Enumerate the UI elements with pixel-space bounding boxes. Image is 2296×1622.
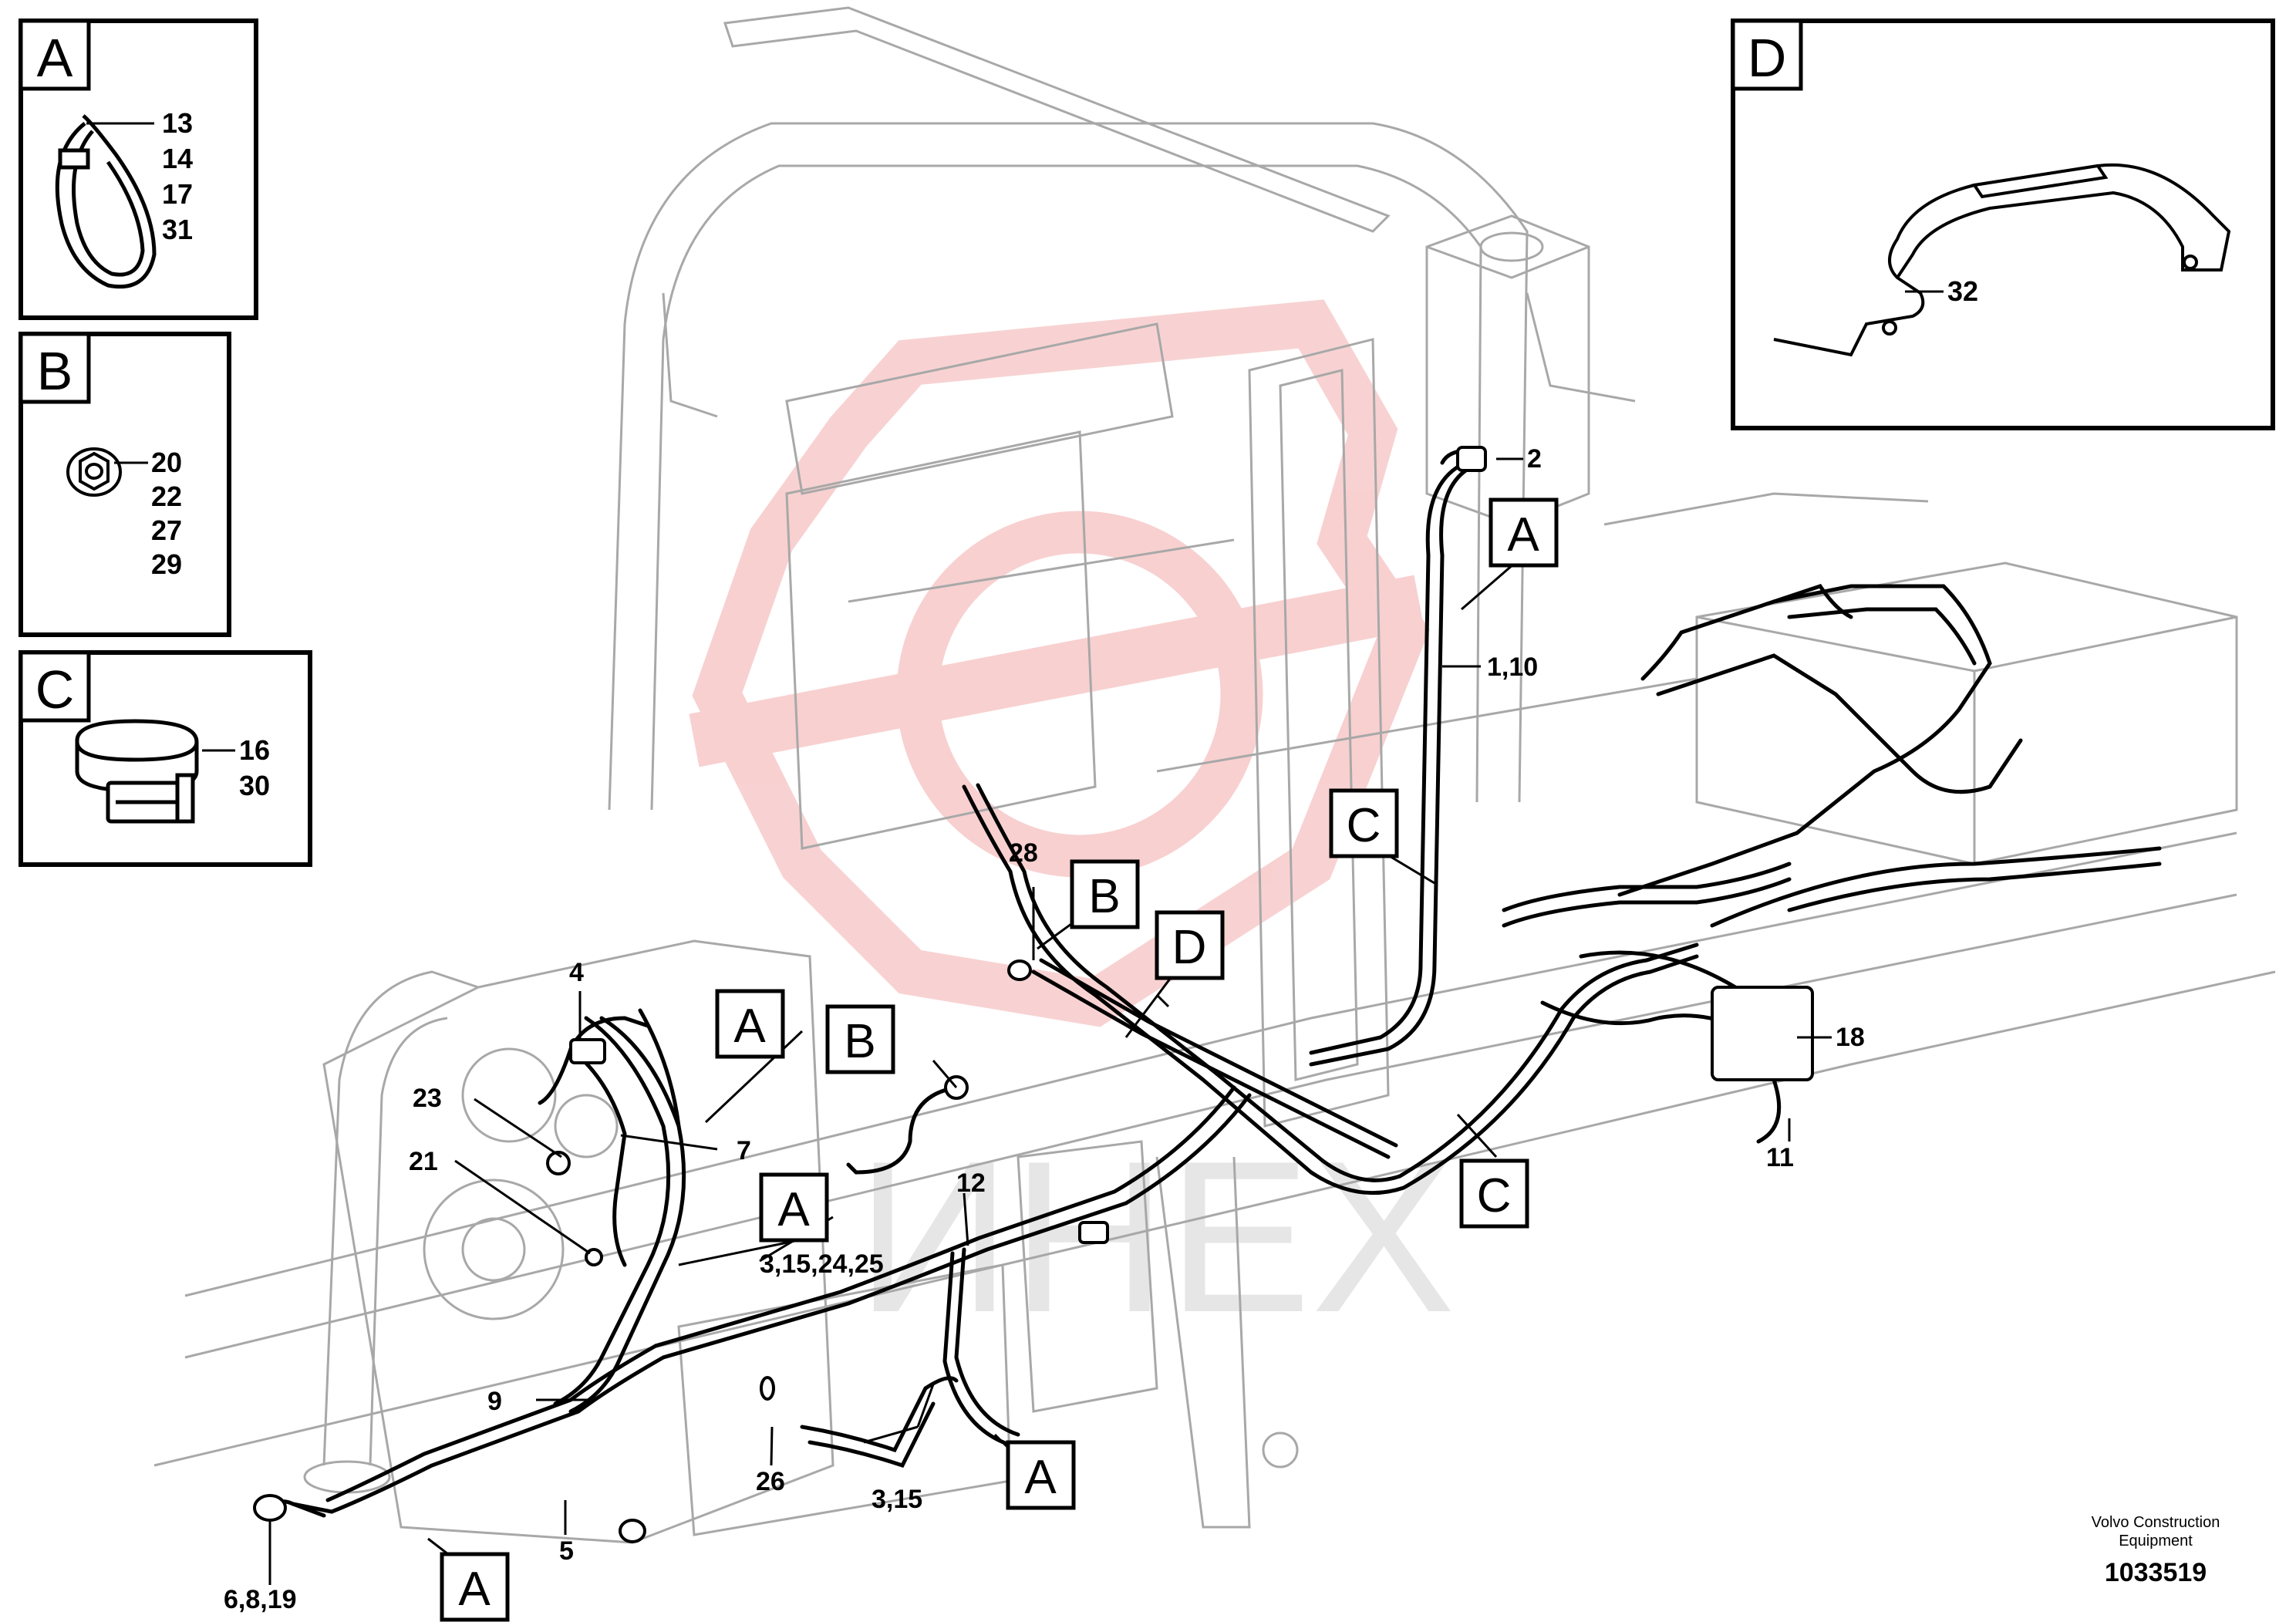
- callout-numbers: 2 1,10 28 4 23 21 7 12 3,15,24,25 9 26 3…: [224, 444, 1865, 1614]
- machine-frame-drawing: [153, 6, 2276, 1544]
- ref-box-a-2: [715, 989, 785, 1059]
- callout-23: 23: [413, 1084, 442, 1113]
- connector-5: [619, 1519, 646, 1543]
- ref-box-c-2-letter: C: [1477, 1169, 1512, 1222]
- detail-panel-b: B 20 22 27 29: [19, 332, 231, 637]
- wiring-harness: [260, 448, 2162, 1518]
- watermark-logo: [692, 299, 1430, 1027]
- detail-panel-c-frame: [19, 650, 312, 867]
- callout-5: 5: [559, 1536, 574, 1566]
- hose-clamp-icon: [75, 719, 199, 824]
- panel-c-part-30: 30: [239, 770, 270, 801]
- panel-b-part-20: 20: [151, 447, 182, 478]
- callout-3-15-24-25: 3,15,24,25: [760, 1249, 884, 1279]
- connectors: [253, 446, 1814, 1543]
- callout-18: 18: [1836, 1023, 1865, 1052]
- detail-panel-a-frame: [19, 19, 258, 320]
- detail-panel-a: A 13 14 17 31: [19, 19, 258, 320]
- callout-28: 28: [1009, 838, 1038, 868]
- callout-3-15: 3,15: [872, 1485, 922, 1514]
- bracket-icon: [1773, 163, 2231, 357]
- callout-6-8-19: 6,8,19: [224, 1585, 297, 1614]
- panel-d-part-32: 32: [1947, 275, 1978, 307]
- panel-b-part-22: 22: [151, 481, 182, 512]
- ref-box-a-5-letter: A: [458, 1563, 491, 1616]
- connector-26: [760, 1376, 775, 1401]
- ref-box-b-1-letter: B: [1088, 870, 1120, 923]
- detail-panel-d-frame: [1731, 19, 2275, 430]
- detail-panel-c-tag: [19, 650, 91, 723]
- callout-12: 12: [956, 1168, 986, 1198]
- callout-4: 4: [569, 958, 584, 987]
- detail-panel-b-frame: [19, 332, 231, 637]
- detail-panel-c-letter: C: [35, 659, 75, 720]
- detail-panel-d: D 32: [1731, 19, 2275, 430]
- callout-7: 7: [737, 1136, 751, 1165]
- panel-a-part-14: 14: [162, 143, 193, 174]
- ref-box-b-1: [1070, 859, 1140, 929]
- callout-26: 26: [756, 1467, 785, 1496]
- flange-nut-icon: [66, 447, 122, 497]
- panel-a-part-31: 31: [162, 214, 193, 245]
- connector-4: [569, 1038, 606, 1064]
- ref-box-a-1: [1489, 497, 1559, 568]
- reference-boxes: [440, 497, 1559, 1622]
- ref-box-a-3-letter: A: [777, 1183, 810, 1236]
- footer-company-line2: Equipment: [2119, 1533, 2193, 1549]
- callout-11: 11: [1766, 1143, 1794, 1172]
- connector-6-8-19: [253, 1494, 287, 1522]
- ref-box-b-2-letter: B: [844, 1015, 875, 1068]
- ref-box-a-5: [440, 1552, 510, 1622]
- panel-a-part-13: 13: [162, 107, 193, 139]
- panel-c-part-16: 16: [239, 734, 270, 766]
- watermark-logo-bar: [689, 575, 1424, 767]
- detail-panel-a-tag: [19, 19, 91, 91]
- ref-box-d-1: [1155, 910, 1225, 980]
- watermark-text: ИНЕХ: [856, 1117, 1455, 1357]
- footer-drawing-number: 1033519: [2105, 1558, 2207, 1587]
- connector-28: [1007, 959, 1032, 981]
- ref-box-a-2-letter: A: [733, 1000, 766, 1053]
- detail-panel-d-letter: D: [1748, 28, 1787, 88]
- connector-2: [1456, 446, 1487, 472]
- ref-box-a-3: [759, 1172, 829, 1243]
- ref-box-d-1-letter: D: [1172, 921, 1207, 974]
- watermark-logo-ring: [896, 511, 1263, 878]
- connector-23: [546, 1151, 571, 1175]
- detail-panel-b-tag: [19, 332, 91, 404]
- callout-1-10: 1,10: [1487, 653, 1538, 682]
- ref-box-a-4: [1006, 1440, 1076, 1510]
- ref-box-c-1-letter: C: [1347, 799, 1381, 852]
- panel-b-part-29: 29: [151, 548, 182, 580]
- ref-box-c-2: [1459, 1158, 1529, 1229]
- detail-panel-a-letter: A: [37, 28, 73, 88]
- callout-21: 21: [409, 1147, 438, 1176]
- reference-box-letters: A C B D A B A C A A: [458, 508, 1539, 1616]
- panel-b-part-27: 27: [151, 514, 182, 546]
- callout-9: 9: [487, 1387, 502, 1416]
- footer-company-line1: Volvo Construction: [2092, 1514, 2220, 1531]
- ref-box-c-1: [1329, 788, 1399, 858]
- connector-12: [1078, 1221, 1109, 1244]
- watermark: [689, 299, 1430, 1027]
- callout-2: 2: [1527, 444, 1542, 474]
- cable-tie-icon: [55, 114, 157, 289]
- ref-box-b-2: [825, 1004, 895, 1074]
- footer: Volvo Construction Equipment 1033519: [2092, 1514, 2220, 1587]
- ref-box-a-1-letter: A: [1507, 508, 1539, 561]
- detail-panel-c: C 16 30: [19, 650, 312, 867]
- ref-box-a-4-letter: A: [1024, 1451, 1057, 1504]
- panel-a-part-17: 17: [162, 178, 193, 210]
- connector-18: [1711, 986, 1814, 1081]
- detail-panel-b-letter: B: [37, 341, 73, 401]
- detail-panel-d-tag: [1731, 19, 1803, 91]
